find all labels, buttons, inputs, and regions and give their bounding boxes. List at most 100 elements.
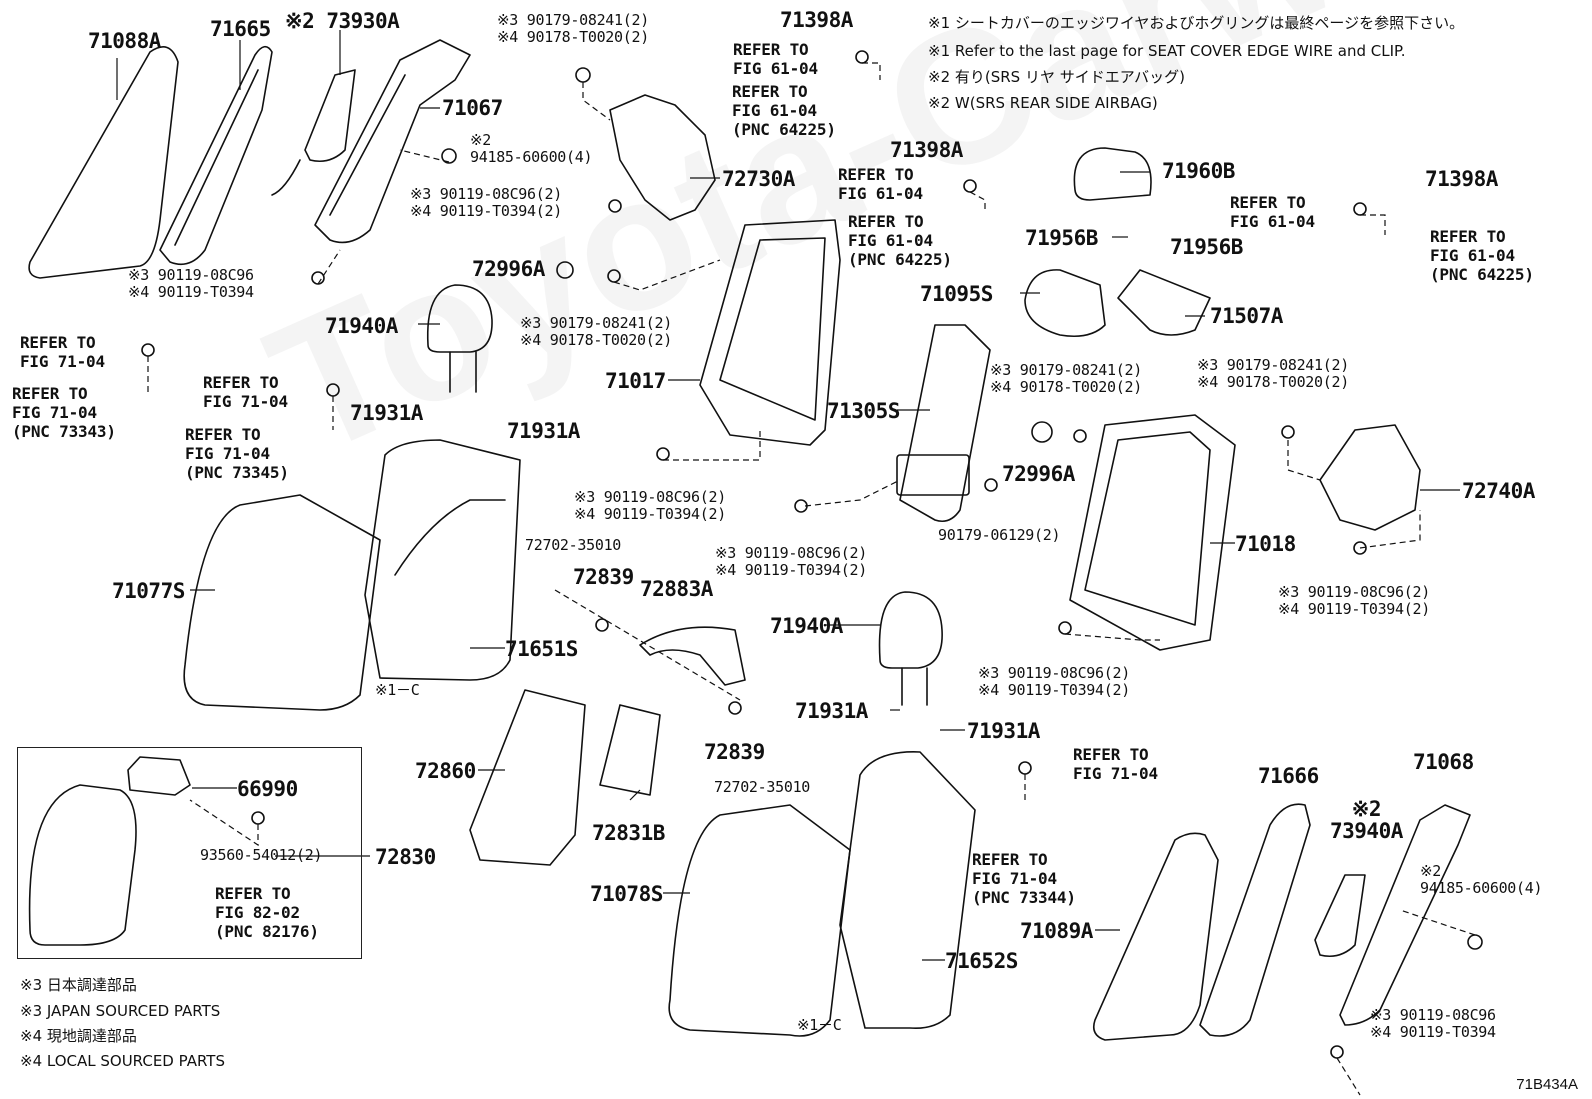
part-label-71507A: 71507A [1210, 304, 1283, 328]
ref-fig-71-04-b: REFER TO FIG 71-04 [203, 373, 288, 411]
part-label-72839-1: 72839 [573, 565, 634, 589]
hw-label-nut-upper-left: ※3 90179-08241(2) ※4 90178-T0020(2) [497, 11, 649, 46]
armrest-inset-shape [28, 784, 137, 946]
seatback-pad-left-shape [364, 439, 521, 681]
edge-wire-mark-2: ※1－C [797, 1016, 842, 1034]
switch-inset-shape [127, 756, 191, 796]
cup-holder-bezel-shape [599, 704, 661, 796]
part-label-71931A-2: 71931A [507, 419, 580, 443]
part-label-71398A-3: 71398A [1425, 167, 1498, 191]
hw-label-screw-2: 72702-35010 [714, 778, 811, 796]
part-label-72860: 72860 [415, 759, 476, 783]
hw-label-clip-lower-right: ※2 94185-60600(4) [1420, 862, 1543, 897]
ref-fig-61-04-c: REFER TO FIG 61-04 [1230, 193, 1315, 231]
part-label-71666: 71666 [1258, 764, 1319, 788]
hw-label-nut-right: ※3 90179-08241(2) ※4 90178-T0020(2) [1197, 356, 1349, 391]
part-label-71931A-4: 71931A [967, 719, 1040, 743]
trim-strip-left-shape [159, 45, 273, 266]
part-label-71652S: 71652S [945, 949, 1018, 973]
ref-fig-71-04-pnc-73345: REFER TO FIG 71-04 (PNC 73345) [185, 425, 289, 482]
part-label-71960B: 71960B [1162, 159, 1235, 183]
part-label-72996A-1: 72996A [472, 257, 545, 281]
trim-strip-right-shape [1199, 803, 1311, 1037]
part-label-71088A: 71088A [88, 29, 161, 53]
headrest-left-shape [426, 284, 493, 353]
part-label-71077S: 71077S [112, 579, 185, 603]
hw-label-screw-1: 72702-35010 [525, 536, 622, 554]
hw-label-bolt-lower-right: ※3 90119-08C96 ※4 90119-T0394 [1370, 1006, 1496, 1041]
part-label-66990: 66990 [237, 777, 298, 801]
part-label-71940A-lower: 71940A [770, 614, 843, 638]
hw-label-bolt-center: ※3 90119-08C96(2) ※4 90119-T0394(2) [715, 544, 867, 579]
armrest-frame-shape [899, 324, 991, 523]
airbag-left-shape [304, 69, 356, 163]
part-label-71940A-upper: 71940A [325, 314, 398, 338]
ref-fig-71-04-pnc-73344: REFER TO FIG 71-04 (PNC 73344) [972, 850, 1076, 907]
hw-label-bolt-upper: ※3 90119-08C96(2) ※4 90119-T0394(2) [410, 185, 562, 220]
part-label-71665: 71665 [210, 17, 271, 41]
legend-3-en: ※3 JAPAN SOURCED PARTS [20, 1002, 221, 1020]
part-label-71078S: 71078S [590, 882, 663, 906]
note-1-jp: ※1 シートカバーのエッジワイヤおよびホグリングは最終ページを参照下さい。 [928, 14, 1465, 32]
inset-box-72830 [17, 747, 362, 959]
note-2-jp: ※2 有り(SRS リヤ サイドエアバッグ) [928, 68, 1185, 86]
part-label-71931A-3: 71931A [795, 699, 868, 723]
hw-label-clip-upper-left: ※2 94185-60600(4) [470, 131, 593, 166]
part-label-71931A-1: 71931A [350, 401, 423, 425]
seatback-frame-right-shape [1069, 414, 1236, 651]
part-label-71089A: 71089A [1020, 919, 1093, 943]
part-label-71651S: 71651S [505, 637, 578, 661]
legend-3-jp: ※3 日本調達部品 [20, 976, 137, 994]
hinge-bracket-right-shape [1319, 424, 1421, 531]
ref-fig-61-04-pnc-b: REFER TO FIG 61-04 (PNC 64225) [848, 212, 952, 269]
part-label-72730A: 72730A [722, 167, 795, 191]
seatback-pad-right-shape [839, 751, 976, 1030]
part-label-71017: 71017 [605, 369, 666, 393]
legend-4-en: ※4 LOCAL SOURCED PARTS [20, 1052, 225, 1070]
hw-label-bolt-right-frame: ※3 90119-08C96(2) ※4 90119-T0394(2) [978, 664, 1130, 699]
armrest-hinge-cover-shape [469, 689, 586, 866]
armrest-pad-shape [1024, 269, 1106, 338]
side-frame-left-shape [314, 39, 471, 244]
part-label-72883A: 72883A [640, 577, 713, 601]
part-label-72839-2: 72839 [704, 740, 765, 764]
hw-label-bolt-left: ※3 90119-08C96 ※4 90119-T0394 [128, 266, 254, 301]
side-cover-left-shape [28, 46, 179, 279]
hw-label-screw-inset: 93560-54012(2) [200, 846, 323, 864]
ref-fig-71-04-a: REFER TO FIG 71-04 [20, 333, 105, 371]
note-2-en: ※2 W(SRS REAR SIDE AIRBAG) [928, 94, 1158, 112]
ref-fig-61-04-b: REFER TO FIG 61-04 [838, 165, 923, 203]
edge-wire-mark-1: ※1－C [375, 681, 420, 699]
part-label-71305S: 71305S [827, 399, 900, 423]
airbag-right-shape [1314, 874, 1366, 958]
ref-fig-61-04-a: REFER TO FIG 61-04 [733, 40, 818, 78]
part-label-72740A: 72740A [1462, 479, 1535, 503]
part-label-71067: 71067 [442, 96, 503, 120]
dashed-leaders [147, 62, 1476, 1096]
hinge-bracket-left-shape [609, 94, 716, 221]
cup-holder-shape [1117, 269, 1211, 336]
note-1-en: ※1 Refer to the last page for SEAT COVER… [928, 42, 1406, 60]
part-label-71956B-1: 71956B [1025, 226, 1098, 250]
figure-code: 71B434A [1516, 1076, 1578, 1093]
headrest-right-shape [878, 591, 943, 669]
part-label-72831B: 72831B [592, 821, 665, 845]
part-label-73940A: ※2 73940A [1330, 797, 1403, 843]
ref-fig-61-04-pnc-a: REFER TO FIG 61-04 (PNC 64225) [732, 82, 836, 139]
part-label-73930A: ※2 73930A [285, 9, 400, 33]
ref-fig-61-04-pnc-c: REFER TO FIG 61-04 (PNC 64225) [1430, 227, 1534, 284]
seatback-cover-left-shape [183, 494, 381, 711]
part-label-71095S: 71095S [920, 282, 993, 306]
part-label-72830: 72830 [375, 845, 436, 869]
side-cover-right-shape [1092, 832, 1219, 1041]
armrest-hinge-shape [639, 626, 746, 686]
ref-fig-71-04-c: REFER TO FIG 71-04 [1073, 745, 1158, 783]
part-label-72996A-2: 72996A [1002, 462, 1075, 486]
part-label-71398A-2: 71398A [890, 138, 963, 162]
headrest-small-shape [1073, 147, 1152, 201]
seatback-frame-left-shape [699, 219, 841, 446]
part-label-71956B-2: 71956B [1170, 235, 1243, 259]
hw-label-nut-center: ※3 90179-08241(2) ※4 90178-T0020(2) [990, 361, 1142, 396]
part-label-71068: 71068 [1413, 750, 1474, 774]
